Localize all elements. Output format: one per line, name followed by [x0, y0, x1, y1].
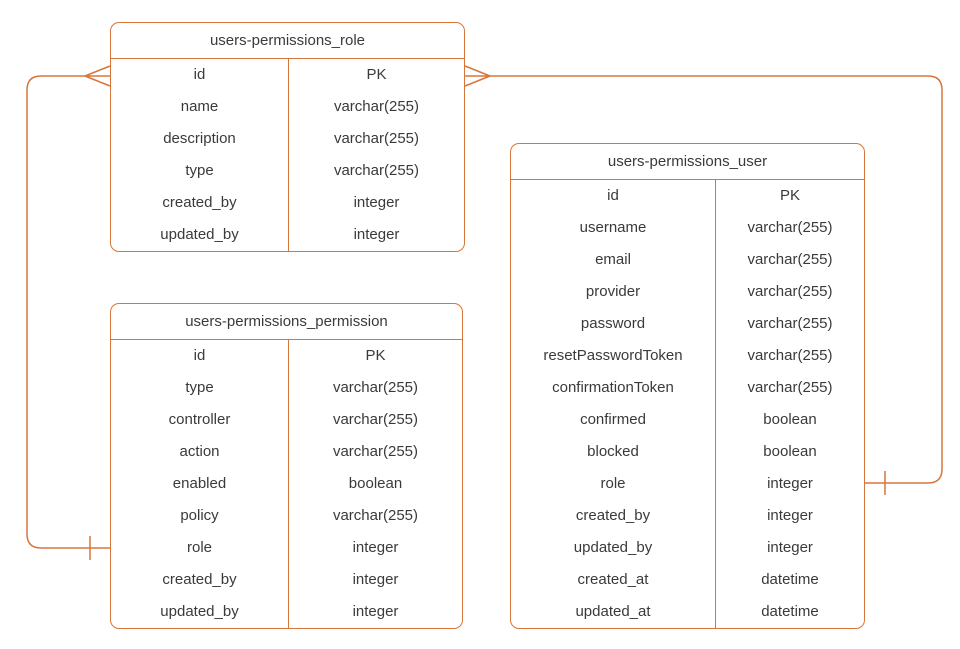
field-name: action	[111, 436, 289, 468]
field-type: datetime	[761, 603, 819, 620]
field-name: created_at	[511, 564, 716, 596]
field-type: boolean	[348, 475, 403, 492]
field-type: varchar(255)	[747, 347, 833, 364]
crows-foot-many-marker	[464, 65, 491, 87]
field-name: created_by	[111, 187, 289, 219]
field-name: updated_by	[511, 532, 716, 564]
field-type: varchar(255)	[332, 379, 419, 396]
field-type: integer	[767, 475, 813, 492]
field-name: blocked	[511, 436, 716, 468]
crows-foot-many-marker	[84, 65, 111, 87]
field-type: boolean	[763, 411, 817, 428]
field-type: varchar(255)	[333, 98, 420, 115]
field-type: integer	[352, 603, 399, 620]
field-name: updated_by	[111, 219, 289, 251]
field-name: id	[111, 59, 289, 91]
entity-fields: id PK username varchar(255) email varcha…	[511, 180, 864, 628]
field-name: enabled	[111, 468, 289, 500]
field-type: varchar(255)	[332, 507, 419, 524]
field-type: varchar(255)	[332, 411, 419, 428]
field-type: varchar(255)	[333, 162, 420, 179]
field-type: varchar(255)	[333, 130, 420, 147]
entity-title: users-permissions_role	[111, 23, 464, 59]
entity-fields: id PK name varchar(255) description varc…	[111, 59, 464, 251]
field-name: id	[511, 180, 716, 212]
field-name: resetPasswordToken	[511, 340, 716, 372]
entity-users-permissions-role: users-permissions_role id PK name varcha…	[110, 22, 465, 252]
entity-users-permissions-permission: users-permissions_permission id PK type …	[110, 303, 463, 629]
field-name: type	[111, 372, 289, 404]
field-name: created_by	[511, 500, 716, 532]
field-type: integer	[767, 539, 813, 556]
field-type: varchar(255)	[747, 283, 833, 300]
entity-users-permissions-user: users-permissions_user id PK username va…	[510, 143, 865, 629]
field-name: role	[511, 468, 716, 500]
field-type: varchar(255)	[747, 251, 833, 268]
field-type: datetime	[761, 571, 819, 588]
field-name: policy	[111, 500, 289, 532]
field-type: integer	[767, 507, 813, 524]
entity-title: users-permissions_permission	[111, 304, 462, 340]
field-name: username	[511, 212, 716, 244]
field-type: PK	[366, 66, 387, 83]
field-type: varchar(255)	[332, 443, 419, 460]
field-name: type	[111, 155, 289, 187]
field-name: updated_at	[511, 596, 716, 628]
field-type: boolean	[763, 443, 817, 460]
field-type: PK	[779, 187, 800, 204]
field-name: updated_by	[111, 596, 289, 628]
field-type: integer	[353, 226, 400, 243]
field-name: email	[511, 244, 716, 276]
field-name: controller	[111, 404, 289, 436]
field-name: confirmed	[511, 404, 716, 436]
entity-fields: id PK type varchar(255) controller varch…	[111, 340, 462, 628]
field-type: varchar(255)	[747, 219, 833, 236]
field-name: id	[111, 340, 289, 372]
entity-title: users-permissions_user	[511, 144, 864, 180]
field-name: confirmationToken	[511, 372, 716, 404]
field-type: integer	[353, 194, 400, 211]
field-type: varchar(255)	[747, 379, 833, 396]
connector-line	[26, 75, 110, 549]
field-name: description	[111, 123, 289, 155]
field-type: integer	[352, 539, 399, 556]
field-name: role	[111, 532, 289, 564]
field-type: integer	[352, 571, 399, 588]
field-name: password	[511, 308, 716, 340]
field-name: created_by	[111, 564, 289, 596]
field-name: name	[111, 91, 289, 123]
field-type: varchar(255)	[747, 315, 833, 332]
field-type: PK	[365, 347, 386, 364]
field-name: provider	[511, 276, 716, 308]
relationship-role-permission	[26, 65, 111, 560]
